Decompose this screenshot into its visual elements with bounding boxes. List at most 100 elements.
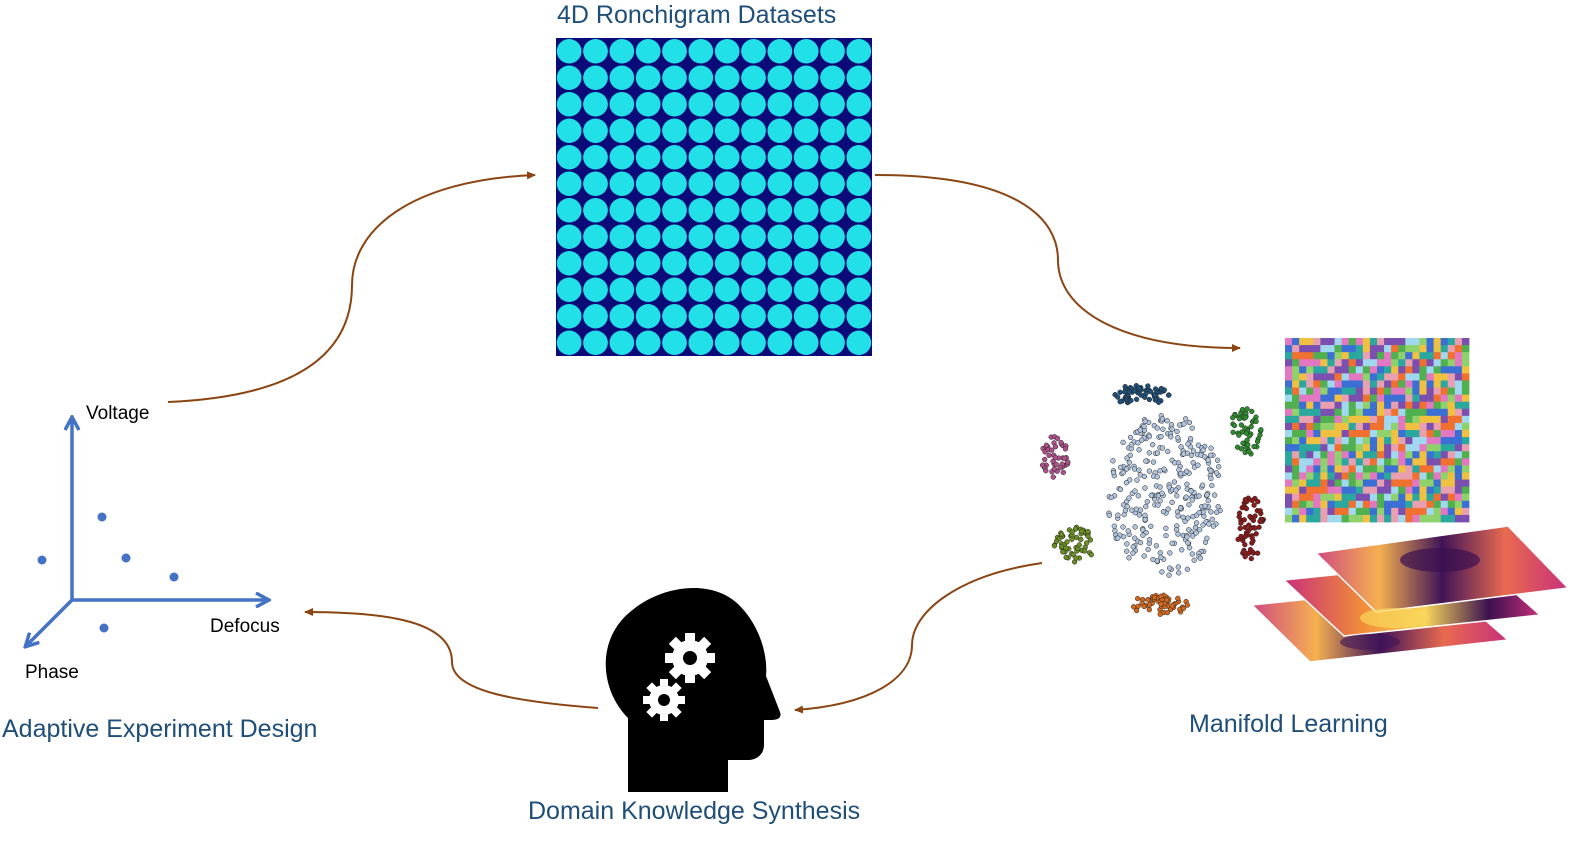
embedding-point xyxy=(1145,546,1151,553)
label-map-cell xyxy=(1341,345,1350,353)
label-map-cell xyxy=(1454,380,1463,388)
label-map-cell xyxy=(1341,352,1350,360)
embedding-point xyxy=(1151,594,1158,601)
embedding-point xyxy=(1158,433,1164,440)
embedding-point xyxy=(1258,427,1264,433)
label-map-cell xyxy=(1320,465,1328,473)
label-map-cell xyxy=(1299,430,1307,438)
label-map-cell xyxy=(1334,373,1343,381)
ronchigram-disk xyxy=(556,65,582,90)
ronchigram-disk xyxy=(662,65,687,90)
label-map-cell xyxy=(1334,338,1343,346)
label-map-cell xyxy=(1355,359,1364,367)
label-map-cell xyxy=(1362,345,1371,353)
label-map-cell xyxy=(1362,444,1371,452)
embedding-point xyxy=(1237,525,1243,532)
embedding-point xyxy=(1078,536,1084,543)
label-map-cell xyxy=(1384,472,1392,480)
label-map-cell xyxy=(1419,366,1427,374)
embedding-point xyxy=(1146,537,1153,543)
embedding-point xyxy=(1154,450,1161,456)
embedding-point xyxy=(1157,468,1163,474)
embedding-point xyxy=(1124,548,1130,554)
label-map-cell xyxy=(1327,345,1335,353)
embedding-point xyxy=(1131,387,1138,394)
label-map-cell xyxy=(1292,422,1300,431)
ronchigram-disk xyxy=(714,304,740,329)
embedding-point xyxy=(1200,447,1206,453)
embedding-point xyxy=(1146,396,1153,403)
label-map-cell xyxy=(1461,479,1470,488)
label-map-cell xyxy=(1320,359,1328,367)
ronchigram-disk xyxy=(583,304,608,329)
label-map-cell xyxy=(1292,366,1300,374)
label-map-cell xyxy=(1391,451,1399,459)
ronchigram-disk xyxy=(714,277,740,302)
label-map-cell xyxy=(1292,373,1300,381)
ronchigram-disk xyxy=(846,118,872,143)
embedding-point xyxy=(1184,602,1191,608)
label-map-cell xyxy=(1440,366,1449,374)
ronchigram-disk xyxy=(556,39,582,64)
label-map-cell xyxy=(1461,401,1470,410)
label-map-cell xyxy=(1405,422,1413,431)
ronchigram-disk xyxy=(714,198,740,223)
label-map-cell xyxy=(1341,366,1350,374)
ronchigram-disk xyxy=(635,277,661,302)
label-map-cell xyxy=(1341,415,1350,424)
label-map-cell xyxy=(1433,387,1442,396)
label-map-cell xyxy=(1447,451,1456,459)
label-map-cell xyxy=(1447,493,1456,502)
label-map-cell xyxy=(1377,486,1385,495)
label-map-cell xyxy=(1299,451,1307,459)
label-map-cell xyxy=(1362,451,1371,459)
label-map-cell xyxy=(1426,408,1435,417)
label-map-cell xyxy=(1369,373,1378,381)
ronchigram-disk xyxy=(662,145,687,170)
label-map-cell xyxy=(1398,394,1406,403)
label-map-cell xyxy=(1405,387,1413,396)
label-map-cell xyxy=(1426,437,1435,445)
label-map-cell xyxy=(1426,500,1435,509)
embedding-point xyxy=(1230,429,1236,435)
embedding-point xyxy=(1069,529,1075,535)
label-map-cell xyxy=(1454,345,1463,353)
label-map-cell xyxy=(1292,415,1300,424)
label-map-cell xyxy=(1405,380,1413,388)
label-map-cell xyxy=(1362,380,1371,388)
label-map-cell xyxy=(1454,422,1463,431)
label-map-cell xyxy=(1369,422,1378,431)
label-map-cell xyxy=(1461,430,1470,438)
label-map-cell xyxy=(1341,359,1350,367)
label-map-cell xyxy=(1405,415,1413,424)
embedding-point xyxy=(1127,434,1134,441)
phase-axis xyxy=(26,598,74,646)
label-map-cell xyxy=(1384,514,1392,523)
label-map-cell xyxy=(1419,465,1427,473)
label-map-cell xyxy=(1313,458,1321,466)
label-map-cell xyxy=(1454,401,1463,410)
phase-label: Phase xyxy=(25,662,79,683)
embedding-point xyxy=(1141,423,1147,430)
label-map-cell xyxy=(1447,444,1456,452)
embedding-point xyxy=(1124,541,1130,547)
label-map-cell xyxy=(1433,500,1442,509)
embedding-point xyxy=(1155,502,1161,508)
embedding-point xyxy=(1245,528,1252,534)
embedding-point xyxy=(1154,425,1160,431)
label-map-cell xyxy=(1405,465,1413,473)
embedding-point xyxy=(1175,435,1181,441)
label-map-cell xyxy=(1348,458,1357,466)
label-map-cell xyxy=(1398,387,1406,396)
label-map-cell xyxy=(1405,352,1413,360)
label-map-cell xyxy=(1405,430,1413,438)
ronchigram-disk xyxy=(714,171,740,196)
label-map-cell xyxy=(1362,514,1371,523)
label-map-cell xyxy=(1362,352,1371,360)
ronchigram-disk xyxy=(714,39,740,64)
label-map-cell xyxy=(1454,394,1463,403)
label-map-cell xyxy=(1426,493,1435,502)
embedding-point xyxy=(1242,554,1248,560)
ronchigram-disk xyxy=(662,251,687,276)
embedding-point xyxy=(1231,422,1238,429)
